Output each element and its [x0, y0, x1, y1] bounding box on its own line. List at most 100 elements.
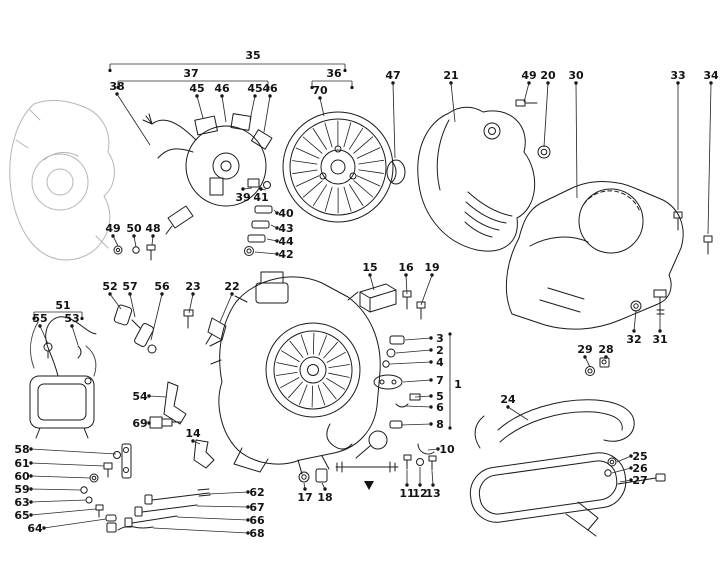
- leader-line-67: [196, 505, 249, 508]
- part-callout-39: 39: [235, 191, 250, 204]
- leader-line-38: [116, 93, 151, 146]
- flywheel-sketch: [282, 111, 394, 223]
- leader-line-45: [249, 95, 256, 121]
- part-callout-66: 66: [249, 514, 265, 527]
- leader-line-24: [507, 406, 529, 421]
- leader-line-47: [392, 82, 396, 159]
- side-screws-sketch: [673, 211, 713, 255]
- leader-line-45: [196, 95, 204, 119]
- part-callout-3: 3: [436, 332, 444, 345]
- leader-line-70: [319, 97, 325, 117]
- spark-plug-sketch: [149, 416, 182, 429]
- muffler-sketch: [469, 399, 635, 537]
- part-callout-55: 55: [32, 312, 47, 325]
- part-callout-8: 8: [436, 418, 444, 431]
- part-callout-21: 21: [443, 69, 458, 82]
- leader-line-13: [431, 470, 434, 486]
- part-callout-4: 4: [436, 356, 444, 369]
- leader-line-68: [152, 527, 249, 534]
- leader-line-63: [30, 499, 87, 503]
- part-callout-6: 6: [436, 401, 444, 414]
- points-sketch: [183, 309, 227, 345]
- leader-line-10: [427, 448, 439, 451]
- leader-dot-69: [147, 421, 151, 425]
- part-callout-48: 48: [145, 222, 160, 235]
- part-callout-45: 45: [189, 82, 204, 95]
- leader-line-18: [321, 482, 326, 490]
- leader-line-49: [523, 82, 530, 103]
- part-callout-22: 22: [224, 280, 239, 293]
- part-callout-45: 45: [247, 82, 262, 95]
- part-callout-46: 46: [214, 82, 230, 95]
- leader-line-39: [242, 187, 253, 190]
- part-callout-56: 56: [154, 280, 170, 293]
- part-callout-10: 10: [439, 443, 455, 456]
- part-callout-70: 70: [312, 84, 328, 97]
- leader-line-19: [420, 274, 433, 306]
- bracket-35-dot: [108, 68, 112, 73]
- part-callout-49: 49: [105, 222, 120, 235]
- part-callout-60: 60: [14, 470, 30, 483]
- leader-line-65: [30, 508, 97, 516]
- part-callout-51: 51: [55, 299, 70, 312]
- bracket-36-dot: [310, 85, 314, 90]
- leader-line-20: [543, 82, 549, 148]
- part-callout-13: 13: [425, 487, 440, 500]
- leader-line-46: [221, 95, 227, 123]
- part-callout-32: 32: [626, 333, 641, 346]
- leader-line-6: [404, 405, 432, 408]
- leader-line-54: [148, 395, 167, 398]
- part-callout-26: 26: [632, 462, 648, 475]
- leader-line-26: [611, 467, 632, 474]
- part-callout-23: 23: [185, 280, 200, 293]
- part-callout-1: 1: [454, 378, 462, 391]
- leader-line-52: [109, 293, 122, 310]
- leader-line-16: [405, 274, 408, 295]
- cable-parts-sketch: [30, 321, 97, 377]
- screws-11-13-sketch: [403, 454, 437, 471]
- leader-line-43: [270, 224, 278, 229]
- part-callout-68: 68: [249, 527, 264, 540]
- long-screws-sketch: [106, 488, 211, 533]
- leader-line-49: [112, 235, 119, 247]
- muffler-fasteners-sketch: [604, 457, 666, 485]
- part-callout-61: 61: [14, 457, 29, 470]
- part-callout-18: 18: [317, 491, 332, 504]
- bracket-1-dot: [448, 332, 452, 336]
- bracket-1-dot: [448, 426, 452, 430]
- part-callout-53: 53: [64, 312, 79, 325]
- flywheel-fins: [292, 120, 384, 214]
- part-callout-19: 19: [424, 261, 439, 274]
- part-callout-37: 37: [183, 67, 198, 80]
- leader-line-21: [450, 82, 456, 123]
- leader-line-59: [30, 488, 82, 491]
- part-callout-46: 46: [262, 82, 278, 95]
- engine-case-ghost-sketch: [9, 99, 115, 261]
- bracket-37-dot: [266, 85, 270, 90]
- leader-line-61: [30, 462, 105, 467]
- callout-overlay: 3537363845464546704721492030333439414043…: [14, 49, 719, 540]
- leader-line-50: [133, 235, 137, 248]
- leader-line-3: [404, 337, 432, 341]
- part-callout-15: 15: [362, 261, 377, 274]
- part-47-sketch: [386, 159, 406, 185]
- leader-line-17: [303, 482, 306, 490]
- part-callout-59: 59: [14, 483, 29, 496]
- part-callout-57: 57: [122, 280, 137, 293]
- leader-line-46: [263, 95, 271, 133]
- leader-line-58: [30, 448, 117, 455]
- leader-line-55: [39, 325, 49, 345]
- fan-cover-sketch: [417, 106, 536, 252]
- part-callout-7: 7: [436, 374, 444, 387]
- part-callout-40: 40: [278, 207, 294, 220]
- leader-line-60: [30, 475, 91, 479]
- part-callout-24: 24: [500, 393, 516, 406]
- part-callout-30: 30: [568, 69, 584, 82]
- part-callout-17: 17: [297, 491, 312, 504]
- part-callout-25: 25: [632, 450, 647, 463]
- leader-line-32: [633, 309, 637, 332]
- part-callout-42: 42: [278, 248, 293, 261]
- part-callout-31: 31: [652, 333, 667, 346]
